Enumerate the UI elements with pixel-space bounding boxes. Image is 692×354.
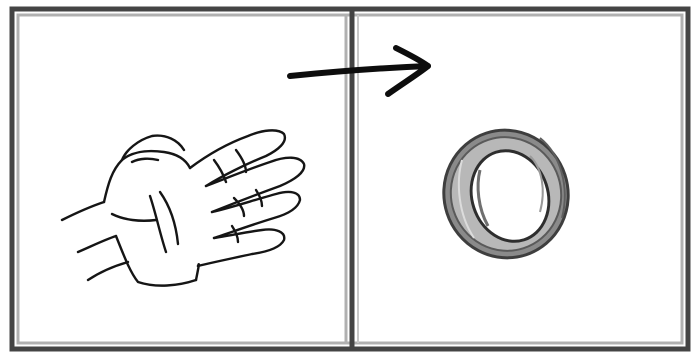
panel-frame: [12, 9, 688, 349]
